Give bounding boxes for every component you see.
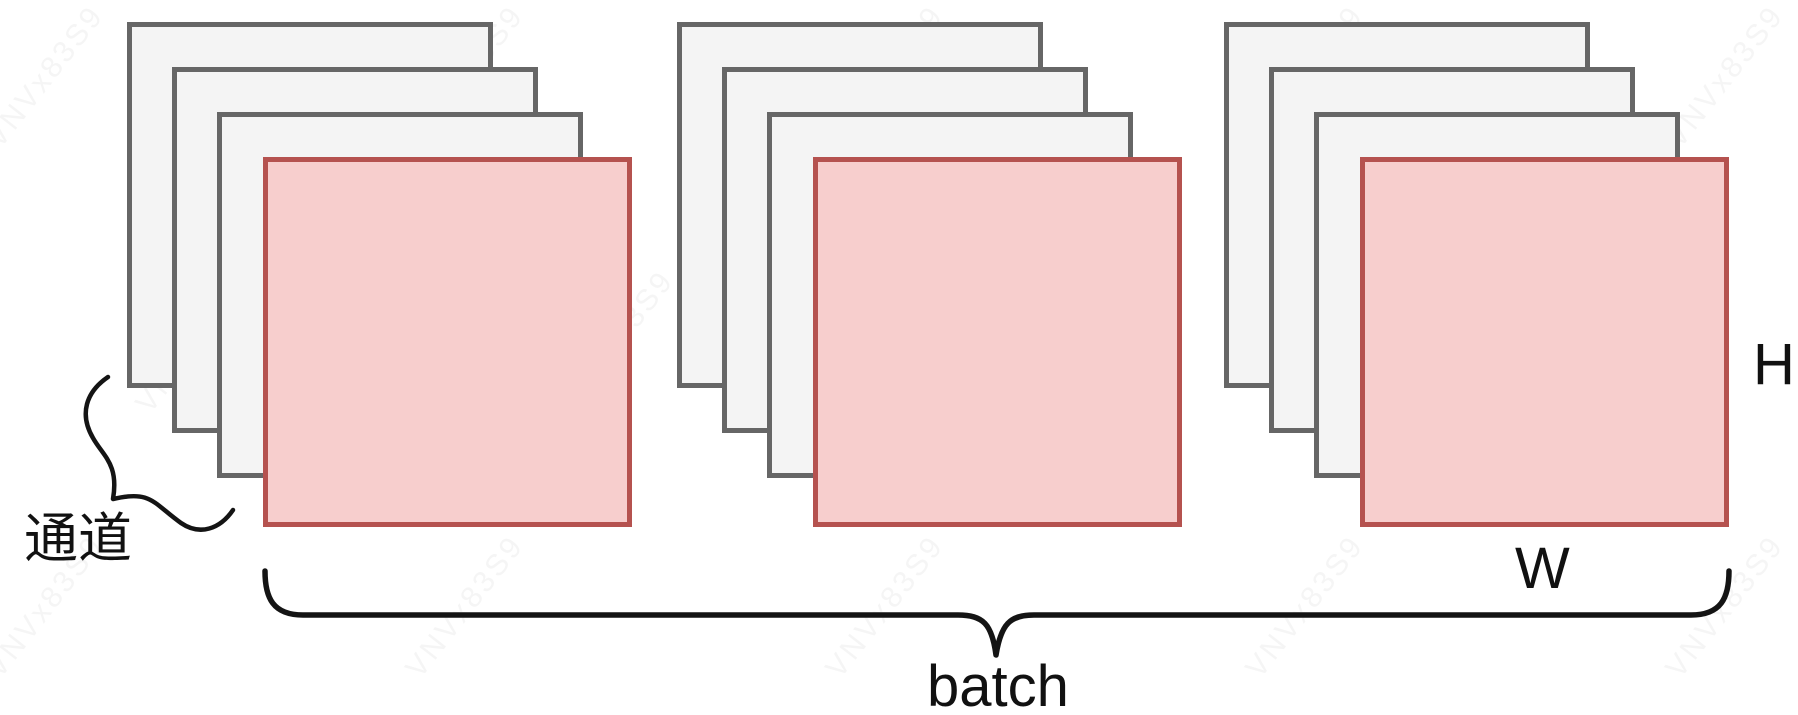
batch-label: batch <box>927 654 1069 715</box>
feature-map-layer <box>263 157 632 527</box>
width-dimension-label: W <box>1515 536 1570 601</box>
feature-map-layer <box>1360 157 1729 527</box>
channel-label: 通道 <box>24 509 132 569</box>
feature-map-layer <box>813 157 1182 527</box>
height-dimension-label: H <box>1753 332 1795 397</box>
